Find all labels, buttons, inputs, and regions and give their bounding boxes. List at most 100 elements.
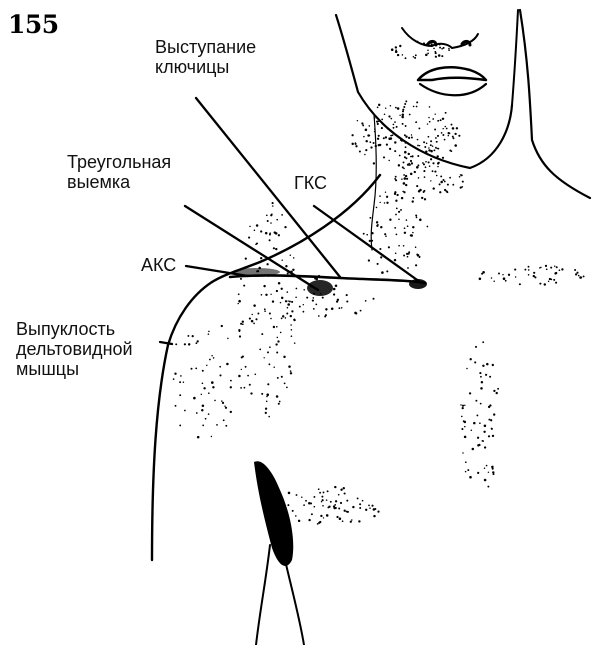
stipple-dot — [326, 499, 328, 501]
stipple-dot — [406, 253, 408, 255]
stipple-dot — [379, 202, 380, 203]
stipple-dot — [175, 405, 177, 407]
stipple-dot — [465, 471, 467, 473]
stipple-dot — [407, 225, 409, 227]
stipple-dot — [449, 177, 451, 179]
stipple-dot — [456, 127, 458, 129]
stipple-dot — [470, 358, 472, 360]
stipple-dot — [437, 120, 439, 122]
stipple-dot — [400, 209, 402, 211]
stipple-dot — [266, 393, 269, 396]
stipple-dot — [350, 521, 352, 523]
stipple-dot — [266, 263, 268, 265]
stipple-dot — [318, 488, 320, 490]
stipple-dot — [419, 145, 420, 146]
stipple-dot — [286, 387, 288, 389]
stipple-dot — [461, 186, 463, 188]
stipple-dot — [322, 505, 324, 507]
stipple-dot — [556, 266, 558, 268]
stipple-dot — [376, 221, 378, 223]
stipple-dot — [377, 123, 379, 125]
label-sc-joint: ГКС — [294, 173, 327, 193]
stipple-dot — [258, 267, 261, 270]
stipple-dot — [363, 233, 365, 235]
stipple-dot — [237, 303, 238, 304]
stipple-dot — [528, 266, 530, 268]
stipple-dot — [394, 141, 396, 143]
stipple-dot — [238, 375, 241, 378]
stipple-dot — [576, 272, 578, 274]
stipple-dot — [346, 511, 348, 513]
stipple-dot — [257, 313, 259, 315]
stipple-dot — [312, 300, 314, 302]
stipple-dot — [413, 106, 415, 108]
stipple-dot — [357, 497, 359, 499]
stipple-dot — [471, 429, 473, 431]
stipple-dot — [404, 227, 406, 229]
stipple-dot — [269, 233, 271, 235]
stipple-dot — [486, 363, 489, 366]
stipple-dot — [195, 367, 197, 369]
stipple-dot — [427, 123, 428, 124]
stipple-dot — [402, 54, 404, 56]
stipple-dot — [401, 116, 404, 119]
stipple-dot — [438, 54, 441, 57]
stipple-dot — [331, 307, 334, 310]
stipple-dot — [519, 283, 521, 285]
stipple-dot — [344, 492, 346, 494]
pointer-sc-joint — [314, 206, 420, 282]
stipple-dot — [187, 335, 189, 337]
stipple-dot — [286, 291, 288, 293]
stipple-dot — [373, 515, 375, 517]
stipple-dot — [381, 271, 384, 274]
stipple-dot — [426, 143, 428, 145]
stipple-dot — [326, 514, 329, 517]
stipple-dot — [395, 253, 397, 255]
stipple-dot — [276, 395, 279, 398]
stipple-dot — [445, 112, 447, 114]
stipple-dot — [322, 499, 324, 501]
stipple-dot — [265, 412, 267, 414]
stipple-dot — [432, 162, 434, 164]
stipple-dot — [417, 164, 419, 166]
stipple-dot — [338, 508, 340, 510]
stipple-dot — [475, 400, 477, 402]
stipple-dot — [269, 239, 271, 241]
stipple-dot — [275, 248, 277, 250]
stipple-dot — [419, 219, 422, 222]
stipple-dot — [357, 120, 358, 121]
stipple-dot — [330, 501, 332, 503]
stipple-dot — [287, 504, 289, 506]
stipple-dot — [359, 503, 361, 505]
stipple-dot — [449, 133, 451, 135]
stipple-dot — [230, 386, 232, 388]
stipple-dot — [403, 168, 405, 170]
stipple-dot — [282, 315, 284, 317]
stipple-dot — [395, 176, 397, 178]
stipple-dot — [270, 222, 272, 224]
stipple-dot — [280, 302, 282, 304]
stipple-dot — [340, 489, 342, 491]
stipple-dot — [544, 283, 546, 285]
stipple-dot — [239, 335, 241, 337]
stipple-dot — [175, 343, 177, 345]
stipple-dot — [268, 363, 270, 365]
stipple-dot — [273, 326, 275, 328]
stipple-dot — [254, 373, 256, 375]
stipple-dot — [580, 277, 582, 279]
stipple-dot — [481, 273, 483, 275]
stipple-dot — [403, 174, 405, 176]
stipple-dot — [290, 315, 292, 317]
stipple-dot — [417, 254, 420, 257]
stipple-dot — [528, 269, 530, 271]
label-clavicle-prominence: Выступание ключицы — [155, 37, 256, 77]
stipple-dot — [371, 232, 373, 234]
stipple-dot — [365, 129, 368, 132]
stipple-dot — [346, 500, 348, 502]
stipple-dot — [322, 297, 324, 299]
stipple-dot — [296, 494, 298, 496]
shoulder-outline — [152, 282, 212, 560]
stipple-dot — [386, 196, 388, 198]
stipple-dot — [225, 407, 227, 409]
stipple-dot — [482, 341, 484, 343]
